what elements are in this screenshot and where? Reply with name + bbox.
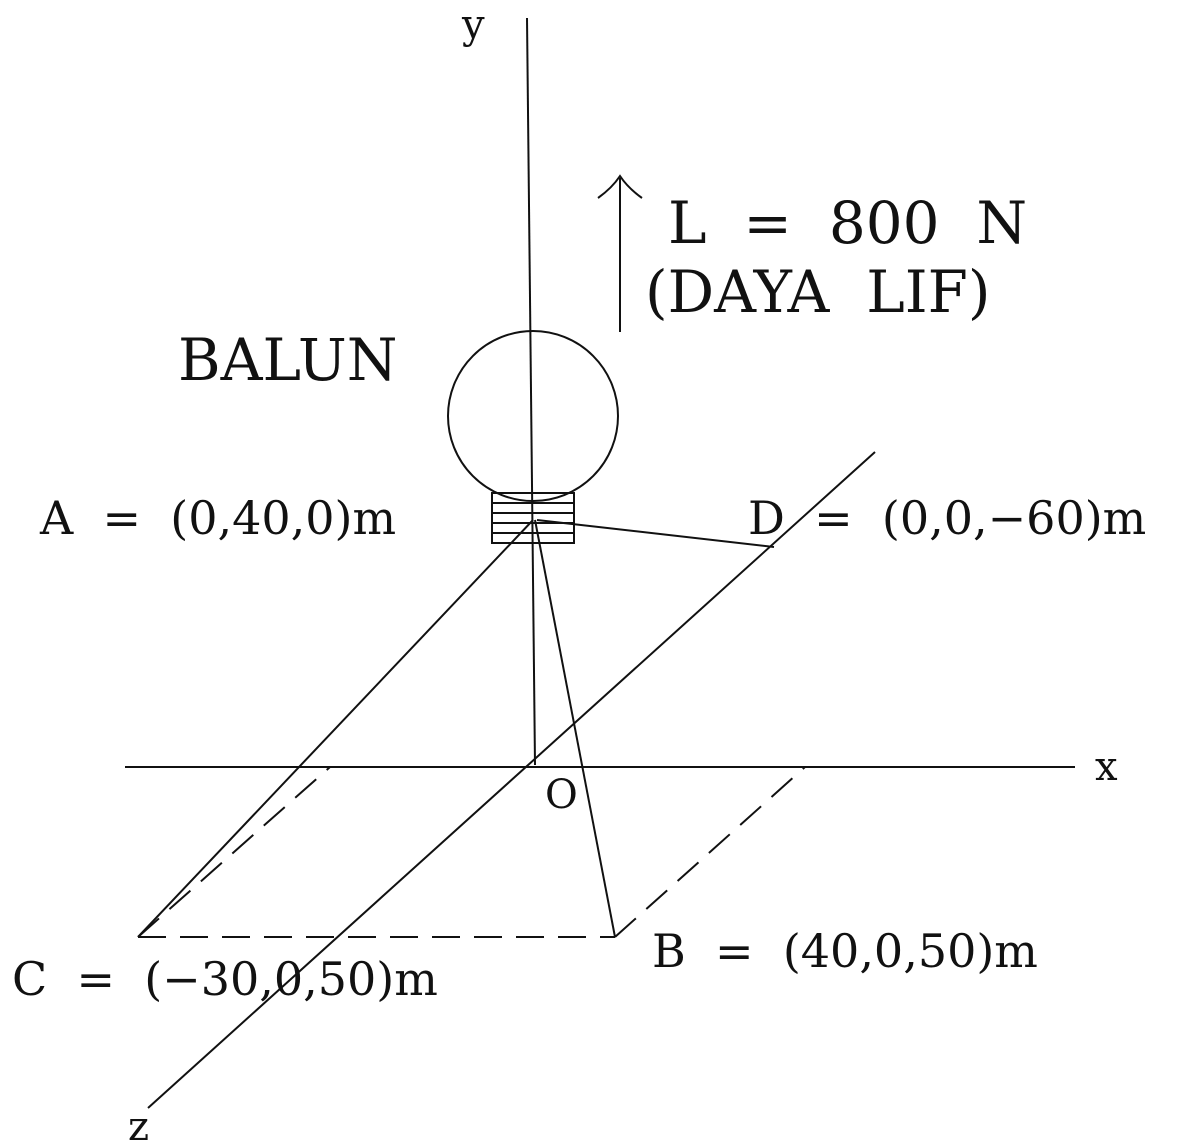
- cable-a-to-b: [534, 519, 616, 938]
- point-a-label: A = (0,40,0)m: [39, 491, 396, 545]
- point-c-label: C = (−30,0,50)m: [12, 952, 438, 1006]
- lift-arrow-head: [597, 174, 643, 199]
- balloon-basket: [491, 492, 575, 544]
- balloon-envelope: [447, 330, 619, 502]
- z-axis: [147, 451, 876, 1109]
- lift-force-label: L = 800 N: [668, 189, 1027, 257]
- dashed-b-to-x-axis: [614, 766, 806, 938]
- point-b-label: B = (40,0,50)m: [652, 924, 1038, 978]
- y-axis: [526, 17, 536, 766]
- point-d-label: D = (0,0,−60)m: [748, 491, 1146, 545]
- cable-a-to-d: [536, 519, 775, 548]
- origin-label: O: [545, 772, 578, 818]
- balloon-label: BALUN: [178, 326, 397, 394]
- z-axis-label: z: [128, 1104, 149, 1147]
- lift-force-caption: (DAYA LIF): [645, 258, 991, 326]
- x-axis-label: x: [1095, 744, 1118, 790]
- cable-a-to-c: [137, 519, 534, 938]
- dashed-c-to-x-axis: [137, 766, 331, 938]
- y-axis-label: y: [461, 2, 485, 48]
